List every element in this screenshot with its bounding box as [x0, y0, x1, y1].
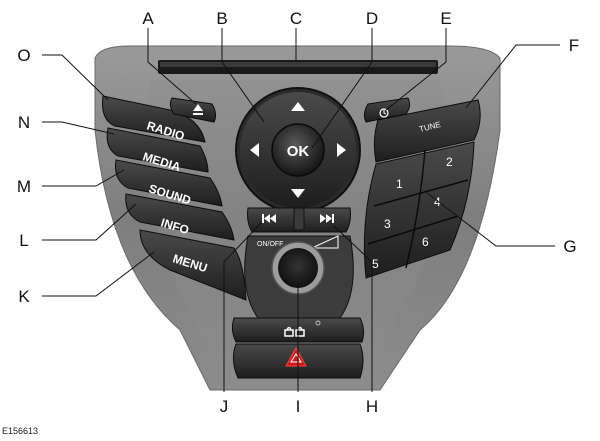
leader-h: [333, 225, 373, 392]
info-button: [125, 193, 235, 241]
ok-button: [271, 123, 325, 177]
up-arrow-icon: [291, 102, 305, 111]
callout-letters: A B C D E F G H I J K L M N O: [17, 9, 579, 416]
callout-c: C: [290, 9, 302, 28]
callout-k: K: [18, 287, 30, 306]
leader-f: [465, 44, 560, 109]
callout-o: O: [17, 46, 30, 65]
figure-id: E156613: [2, 426, 39, 436]
callout-g: G: [563, 237, 576, 256]
preset-5: 5: [372, 257, 379, 271]
leader-lines: [42, 28, 560, 392]
lock-indicator-icon: [315, 320, 321, 326]
right-preset-panel: TUNE 1 2 3 4 5 6: [363, 99, 481, 279]
seek-forward-icon: [320, 214, 334, 223]
leader-a: [147, 28, 197, 105]
callout-l: L: [19, 231, 28, 250]
tune-button: [373, 99, 481, 163]
eject-button: [169, 97, 217, 123]
leader-n: [42, 121, 115, 135]
seek-back-icon: [262, 214, 276, 223]
seek-buttons: [247, 207, 351, 233]
callout-f: F: [569, 36, 579, 55]
down-arrow-icon: [291, 189, 305, 198]
preset-6: 6: [422, 235, 429, 249]
right-arrow-icon: [337, 143, 346, 157]
left-button-stack: RADIO MEDIA SOUND INFO MENU: [102, 95, 247, 301]
clock-icon: [379, 108, 389, 118]
eject-icon: [193, 104, 203, 115]
preset-4: 4: [434, 195, 441, 209]
callout-n: N: [18, 113, 30, 132]
leader-g: [425, 191, 555, 247]
leader-m: [42, 169, 125, 187]
preset-3: 3: [384, 217, 391, 231]
callout-m: M: [17, 177, 31, 196]
leader-l: [42, 203, 137, 241]
sound-button: [115, 159, 223, 207]
leader-j: [223, 221, 263, 392]
ok-label: OK: [287, 143, 310, 160]
leader-e: [385, 28, 447, 111]
volume-ramp-icon: [311, 235, 339, 249]
callout-a: A: [142, 9, 154, 28]
leader-o: [42, 54, 109, 101]
volume-knob-area: ON/OFF: [244, 235, 354, 319]
callout-i: I: [296, 397, 301, 416]
menu-button: [139, 229, 247, 301]
onoff-label: ON/OFF: [257, 241, 283, 248]
callout-d: D: [366, 9, 378, 28]
left-arrow-icon: [250, 143, 259, 157]
callout-j: J: [220, 397, 229, 416]
preset-1: 1: [396, 177, 403, 191]
preset-2: 2: [446, 155, 453, 169]
leader-b: [221, 28, 265, 123]
leader-k: [42, 251, 155, 297]
callout-e: E: [440, 9, 451, 28]
media-button: [106, 127, 209, 173]
callout-h: H: [366, 397, 378, 416]
leader-d: [311, 28, 373, 149]
callout-b: B: [216, 9, 227, 28]
